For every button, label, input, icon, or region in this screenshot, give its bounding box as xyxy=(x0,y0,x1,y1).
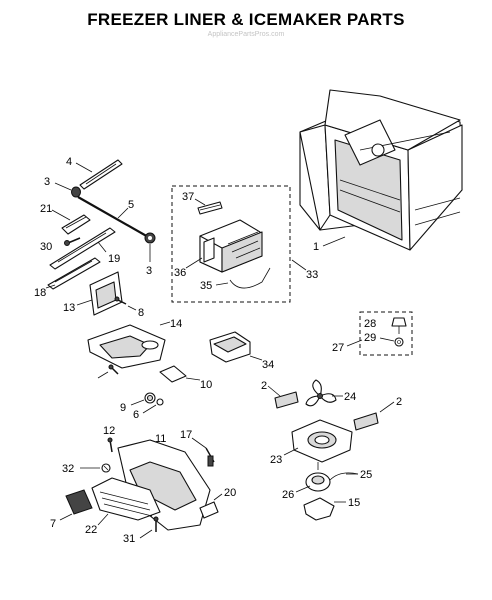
callout-14: 14 xyxy=(170,318,182,330)
callout-12: 12 xyxy=(103,425,115,437)
clip-part-37[interactable] xyxy=(197,201,223,215)
washer-part-29[interactable] xyxy=(394,337,404,347)
callout-5: 5 xyxy=(128,199,134,211)
callout-33: 33 xyxy=(306,269,318,281)
callout-22: 22 xyxy=(85,524,97,536)
fastener-part-9[interactable] xyxy=(144,392,156,404)
screw-part-16[interactable] xyxy=(108,364,119,375)
screw-part-8[interactable] xyxy=(114,296,127,305)
page-title: FREEZER LINER & ICEMAKER PARTS xyxy=(87,10,405,29)
callout-32: 32 xyxy=(62,463,74,475)
knob-part-28[interactable] xyxy=(391,317,407,334)
callout-6: 6 xyxy=(133,409,139,421)
tape-part-2a[interactable] xyxy=(274,391,299,409)
icemaker-assembly-box xyxy=(171,185,291,303)
fan-blade-part-24[interactable] xyxy=(305,379,337,407)
bail-arm-part-35[interactable] xyxy=(229,267,271,289)
callout-19: 19 xyxy=(108,253,120,265)
screw-part-30[interactable] xyxy=(64,237,81,246)
screw-part-31[interactable] xyxy=(153,516,159,532)
callout-15: 15 xyxy=(348,497,360,509)
callout-34: 34 xyxy=(262,359,274,371)
bracket-part-21[interactable] xyxy=(61,214,91,235)
callout-24: 24 xyxy=(344,391,356,403)
fastener-part-6[interactable] xyxy=(156,398,164,406)
callout-27: 27 xyxy=(332,342,344,354)
cap-part-7[interactable] xyxy=(65,489,93,515)
icemaker-part-36[interactable] xyxy=(199,219,263,273)
gasket-part-10[interactable] xyxy=(159,365,187,383)
callout-21: 21 xyxy=(40,203,52,215)
clip-part-32[interactable] xyxy=(101,463,111,473)
bushing-part-3b[interactable] xyxy=(144,232,156,244)
callout-3-bottom: 3 xyxy=(146,265,152,277)
housing-part-14[interactable] xyxy=(87,324,166,369)
wire-harness-part-25[interactable] xyxy=(329,472,359,481)
callout-29: 29 xyxy=(364,332,376,344)
tape-part-2b[interactable] xyxy=(353,412,379,431)
slide-rail-part-18[interactable] xyxy=(47,257,101,290)
callout-18: 18 xyxy=(34,287,46,299)
callout-37: 37 xyxy=(182,191,194,203)
callout-2-right: 2 xyxy=(396,396,402,408)
callout-3-top: 3 xyxy=(44,176,50,188)
slide-rail-part-19[interactable] xyxy=(49,227,116,270)
rail-part-4[interactable] xyxy=(79,159,123,190)
callout-2-left: 2 xyxy=(261,380,267,392)
callout-35: 35 xyxy=(200,280,212,292)
callout-13: 13 xyxy=(63,302,75,314)
freezer-liner-part[interactable] xyxy=(299,89,463,251)
callout-25: 25 xyxy=(360,469,372,481)
callout-23: 23 xyxy=(270,454,282,466)
callout-26: 26 xyxy=(282,489,294,501)
callout-8: 8 xyxy=(138,307,144,319)
callout-4: 4 xyxy=(66,156,72,168)
screw-part-12[interactable] xyxy=(107,437,113,453)
callout-10: 10 xyxy=(200,379,212,391)
callout-7: 7 xyxy=(50,518,56,530)
axle-part-5[interactable] xyxy=(77,196,151,239)
diffuser-part-22[interactable] xyxy=(91,477,161,521)
fan-motor-part-26[interactable] xyxy=(305,462,331,492)
callout-11: 11 xyxy=(155,433,166,445)
callout-9: 9 xyxy=(120,402,126,414)
motor-bracket-part-15[interactable] xyxy=(303,497,335,521)
callout-30: 30 xyxy=(40,241,52,253)
callout-17: 17 xyxy=(180,429,192,441)
callout-28: 28 xyxy=(364,318,376,330)
bushing-part-3a[interactable] xyxy=(71,186,81,198)
callout-31: 31 xyxy=(123,533,135,545)
callout-36: 36 xyxy=(174,267,186,279)
callout-1: 1 xyxy=(313,241,319,253)
callout-20: 20 xyxy=(224,487,236,499)
thermistor-part-17[interactable] xyxy=(205,447,215,467)
tray-part-34[interactable] xyxy=(209,331,251,363)
watermark: AppliancePartsPros.com xyxy=(207,31,285,38)
fan-housing-part-23[interactable] xyxy=(291,419,353,463)
bracket-part-20[interactable] xyxy=(199,501,219,519)
bracket-part-13[interactable] xyxy=(89,271,123,316)
